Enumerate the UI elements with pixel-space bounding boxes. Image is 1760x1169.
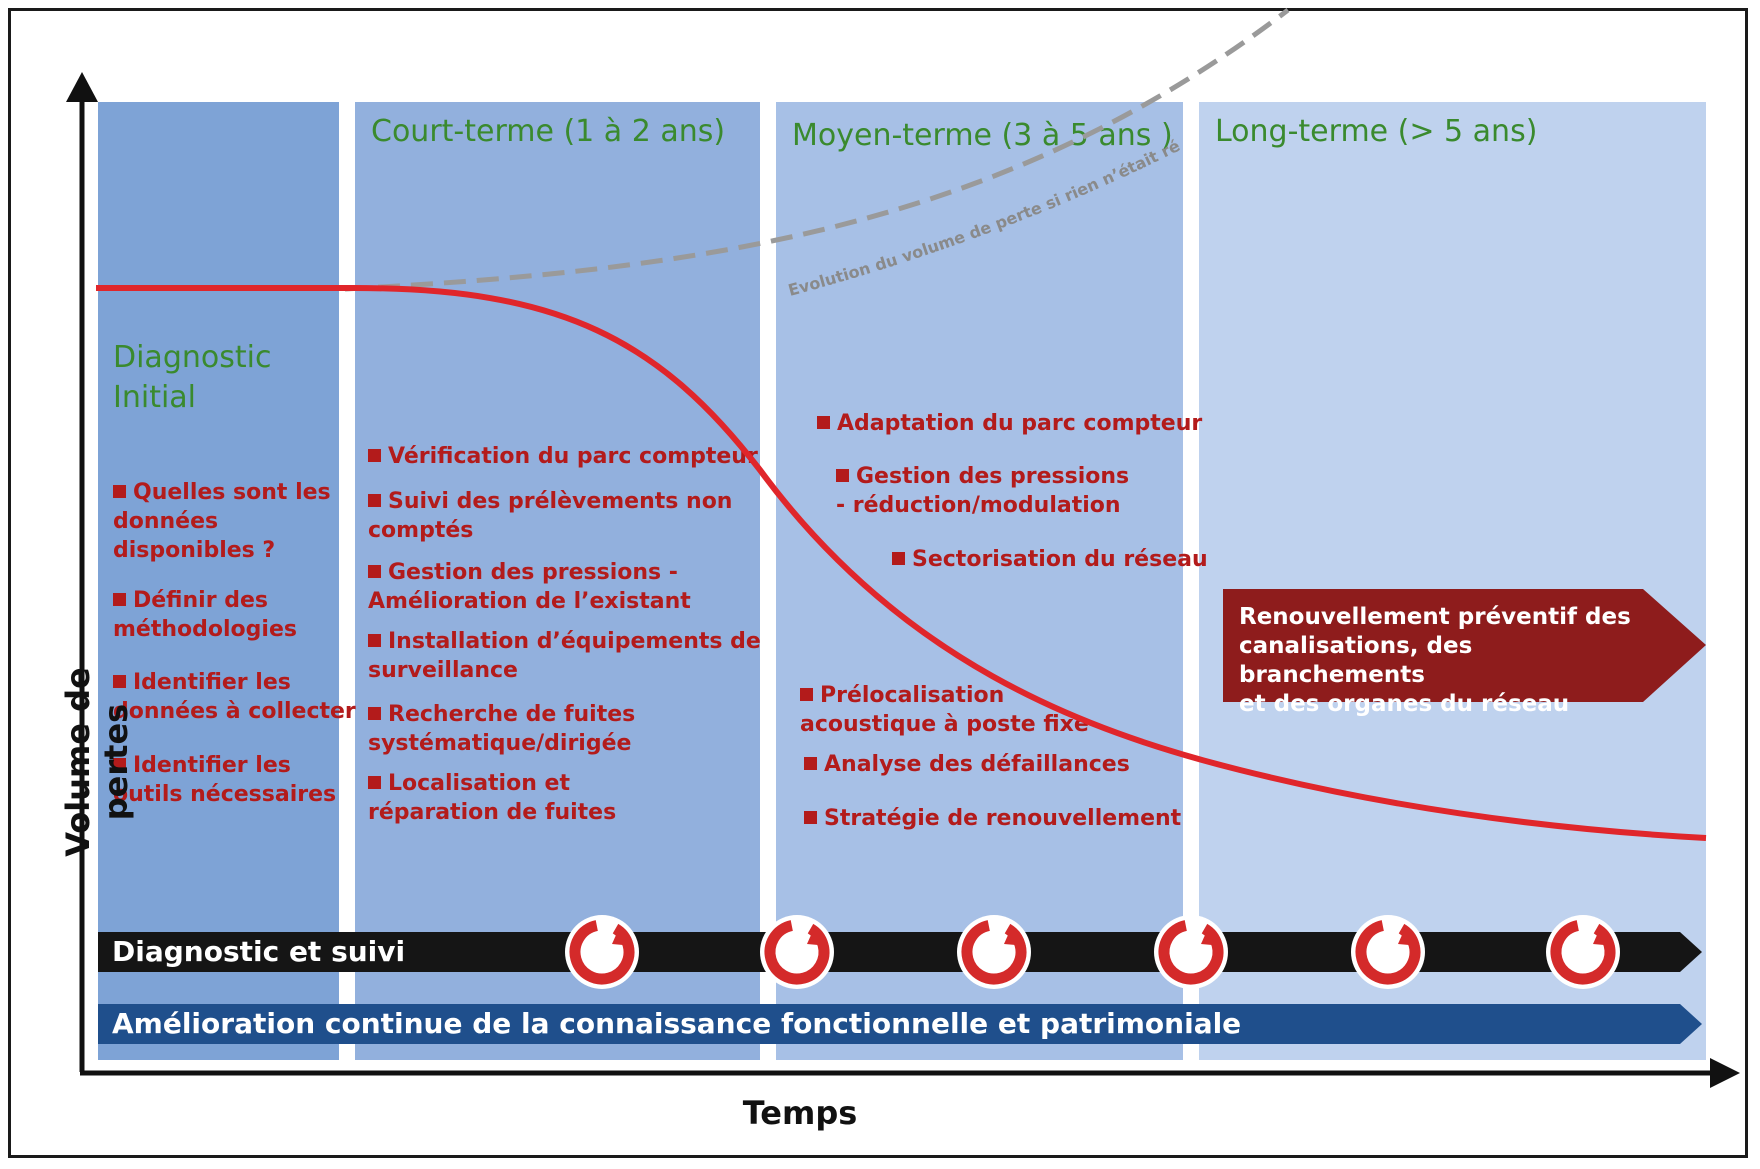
list-item: Identifier les données à collecter [113,670,356,724]
banner-arrow-shape [98,1004,1702,1044]
refresh-cycle-icon [757,912,837,992]
list-item: Installation d’équipements de surveillan… [368,629,761,683]
column-long-terme: Long-terme (> 5 ans) [1199,102,1706,1060]
bullet-square-icon [368,707,381,720]
bullet-square-icon [804,811,817,824]
renewal-callout-text: Renouvellement préventif des canalisatio… [1239,604,1631,717]
bullet-square-icon [368,776,381,789]
column-title: Long-terme (> 5 ans) [1215,114,1538,149]
refresh-cycle-icon [1151,912,1231,992]
curve-annotation: Evolution du volume de perte si rien n’é… [0,0,1183,300]
list-item: Identifier les outils nécessaires [113,753,337,807]
list-item: Prélocalisation acoustique à poste fixe [800,683,1089,737]
bullet-square-icon [368,449,381,462]
loss-curve [96,285,1707,841]
bullet-square-icon [368,634,381,647]
list-item: Suivi des prélèvements non comptés [368,489,733,543]
diagnostic-banner: Diagnostic et suivi [98,932,1702,972]
dashed-projection-curve [344,8,1290,292]
list-item: Définir des méthodologies [113,588,297,642]
refresh-cycle-icon [1543,912,1623,992]
list-item: Quelles sont les données disponibles ? [113,480,331,563]
diagram-frame [8,8,1748,1158]
refresh-cycle-icon [1348,912,1428,992]
bullet-square-icon [113,675,126,688]
bullet-square-icon [113,758,126,771]
renewal-callout: Renouvellement préventif des canalisatio… [1223,589,1706,717]
list-item: Adaptation du parc compteur [817,409,1202,438]
banner-label: Diagnostic et suivi [112,935,406,968]
bullet-square-icon [817,416,830,429]
callout-arrow-shape [1223,589,1706,702]
x-axis-arrowhead-icon [1710,1058,1740,1088]
y-axis-arrowhead-icon [66,72,98,102]
list-item: Sectorisation du réseau [892,545,1208,574]
column-moyen-terme: Moyen-terme (3 à 5 ans ) [776,102,1183,1060]
column-title: Court-terme (1 à 2 ans) [371,114,726,149]
bullet-square-icon [368,494,381,507]
column-title: Moyen-terme (3 à 5 ans ) [792,118,1173,153]
list-item: Analyse des défaillances [804,750,1130,779]
y-axis-label: Volume de pertes [59,667,135,857]
column-diagnostic-initial: Diagnostic Initial [98,102,339,1060]
refresh-cycle-icon [954,912,1034,992]
list-item: Gestion des pressions - réduction/modula… [836,464,1130,518]
bullet-square-icon [804,757,817,770]
list-item: Vérification du parc compteur [368,442,758,471]
list-item: Stratégie de renouvellement [804,804,1181,833]
amelioration-banner: Amélioration continue de la connaissance… [98,1004,1702,1044]
refresh-cycle-icon [562,912,642,992]
bullet-square-icon [113,593,126,606]
banner-label: Amélioration continue de la connaissance… [112,1007,1242,1040]
bullet-square-icon [836,469,849,482]
column-title: Diagnostic Initial [113,340,272,415]
bullet-square-icon [113,485,126,498]
x-axis-label: Temps [742,1094,858,1132]
bullet-square-icon [892,552,905,565]
bullet-square-icon [368,565,381,578]
list-item: Gestion des pressions - Amélioration de … [368,560,691,614]
bullet-square-icon [800,688,813,701]
list-item: Localisation et réparation de fuites [368,771,617,825]
column-court-terme: Court-terme (1 à 2 ans) [355,102,760,1060]
list-item: Recherche de fuites systématique/dirigée [368,702,636,756]
banner-arrow-shape [98,932,1702,972]
